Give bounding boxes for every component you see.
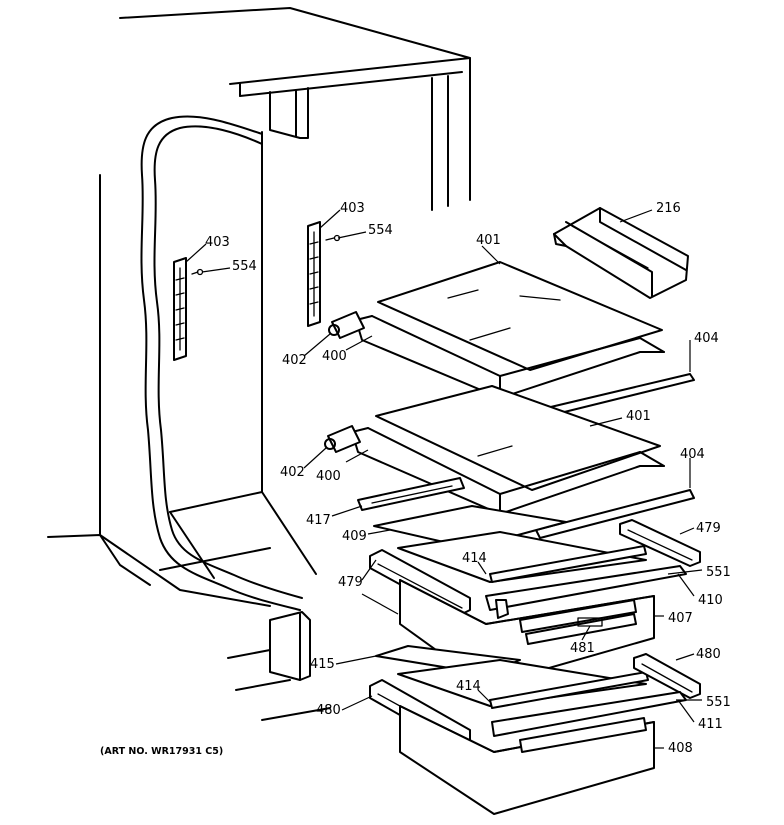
label-409: 409 [342,529,367,544]
label-403-left: 403 [205,235,230,250]
label-410: 410 [698,593,723,608]
lower-glass-shelf [375,385,661,491]
label-554-right: 554 [368,223,393,238]
label-401-upper: 401 [476,233,501,248]
part-labels: 403 554 403 554 401 216 404 402 400 401 … [205,201,731,756]
label-404-upper: 404 [694,331,719,346]
label-400-lower: 400 [316,469,341,484]
label-554-left: 554 [232,259,257,274]
art-number-caption: (ART NO. WR17931 C5) [100,746,223,757]
shelf-support-ladder-left [173,257,204,361]
lower-drawer-408 [399,691,687,815]
label-404-lower: 404 [680,447,705,462]
upper-glass-shelf [377,261,663,371]
glass-cover-409 [373,505,567,549]
label-417: 417 [306,513,331,528]
label-551-lower: 551 [706,695,731,710]
label-408: 408 [668,741,693,756]
label-411: 411 [698,717,723,732]
lower-drawer-frame-414 [397,659,649,709]
label-216: 216 [656,201,681,216]
label-480-right: 480 [696,647,721,662]
label-414-lower: 414 [456,679,481,694]
lower-drawer-rail-480-right [633,653,701,699]
slide-rail-417 [357,477,465,511]
lower-shelf-trim-404 [535,489,695,539]
lower-shelf-frame [324,425,665,515]
label-401-lower: 401 [626,409,651,424]
label-481: 481 [570,641,595,656]
label-402-upper: 402 [282,353,307,368]
label-402-lower: 402 [280,465,305,480]
label-551-upper: 551 [706,565,731,580]
upper-drawer-rail-479-right [619,519,701,567]
label-479-left: 479 [338,575,363,590]
cabinet-outline [47,7,471,721]
label-480-left: 480 [316,703,341,718]
shelf-support-ladder-right [307,221,341,327]
label-415: 415 [310,657,335,672]
label-403-right: 403 [340,201,365,216]
label-414-upper: 414 [462,551,487,566]
label-407: 407 [668,611,693,626]
door-gasket [140,115,303,611]
label-400-upper: 400 [322,349,347,364]
leader-lines [185,209,703,749]
label-479-right: 479 [696,521,721,536]
bin-216 [553,207,689,299]
upper-drawer-frame-414 [397,531,647,583]
